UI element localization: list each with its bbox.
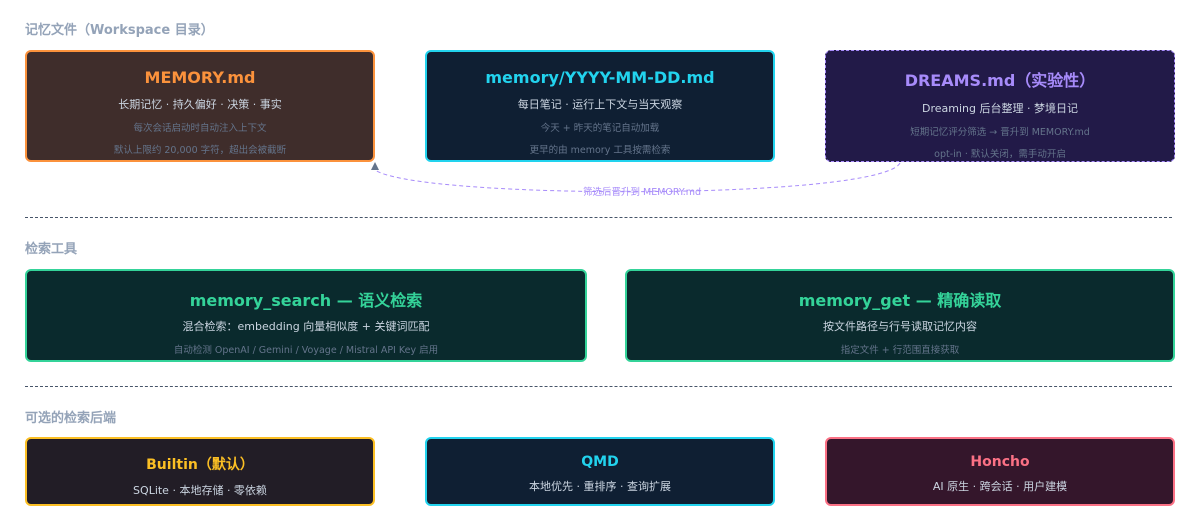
memory-md-title: MEMORY.md — [144, 68, 256, 87]
honcho-backend-title: Honcho — [970, 454, 1030, 470]
dreams-md-line2: 短期记忆评分筛选 → 晋升到 MEMORY.md — [910, 127, 1090, 138]
divider-top — [25, 217, 1172, 218]
promotion-arrowhead — [371, 162, 379, 170]
qmd-backend-card: QMD 本地优先 · 重排序 · 查询扩展 — [425, 437, 775, 506]
builtin-backend-card: Builtin（默认） SQLite · 本地存储 · 零依赖 — [25, 437, 375, 506]
qmd-backend-title: QMD — [581, 454, 619, 470]
memory-search-title: memory_search — 语义检索 — [189, 291, 423, 310]
divider-bottom — [25, 386, 1172, 387]
memory-md-line1: 长期记忆 · 持久偏好 · 决策 · 事实 — [118, 98, 282, 111]
promotion-arrow-label: 筛选后晋升到 MEMORY.md — [583, 187, 702, 198]
memory-get-card: memory_get — 精确读取 按文件路径与行号读取记忆内容 指定文件 + … — [625, 269, 1175, 362]
daily-notes-line2: 今天 + 昨天的笔记自动加载 — [540, 123, 660, 134]
section-label-backends: 可选的检索后端 — [25, 411, 117, 426]
memory-md-line3: 默认上限约 20,000 字符，超出会被截断 — [113, 145, 287, 156]
memory-get-line1: 按文件路径与行号读取记忆内容 — [823, 320, 977, 333]
daily-notes-line1: 每日笔记 · 运行上下文与当天观察 — [517, 98, 683, 111]
daily-notes-card: memory/YYYY-MM-DD.md 每日笔记 · 运行上下文与当天观察 今… — [425, 50, 775, 162]
promotion-arrow-curve — [374, 162, 901, 193]
qmd-backend-line1: 本地优先 · 重排序 · 查询扩展 — [529, 480, 671, 493]
section-label-tools: 检索工具 — [25, 242, 78, 257]
honcho-backend-line1: AI 原生 · 跨会话 · 用户建模 — [932, 480, 1068, 493]
dreams-md-line1: Dreaming 后台整理 · 梦境日记 — [922, 102, 1078, 115]
memory-search-line2: 自动检测 OpenAI / Gemini / Voyage / Mistral … — [173, 345, 439, 356]
section-label-workspace: 记忆文件（Workspace 目录） — [25, 23, 214, 38]
dreams-md-title: DREAMS.md（实验性） — [904, 71, 1096, 90]
builtin-backend-title: Builtin（默认） — [146, 457, 254, 473]
honcho-backend-card: Honcho AI 原生 · 跨会话 · 用户建模 — [825, 437, 1175, 506]
memory-md-line2: 每次会话启动时自动注入上下文 — [133, 123, 267, 134]
dreams-md-card: DREAMS.md（实验性） Dreaming 后台整理 · 梦境日记 短期记忆… — [825, 50, 1175, 162]
daily-notes-title: memory/YYYY-MM-DD.md — [485, 68, 715, 87]
daily-notes-line3: 更早的由 memory 工具按需检索 — [529, 145, 671, 156]
memory-search-card: memory_search — 语义检索 混合检索：embedding 向量相似… — [25, 269, 587, 362]
builtin-backend-line1: SQLite · 本地存储 · 零依赖 — [133, 484, 267, 497]
memory-get-title: memory_get — 精确读取 — [798, 291, 1002, 310]
dreams-md-line3: opt-in · 默认关闭，需手动开启 — [934, 149, 1066, 160]
memory-search-line1: 混合检索：embedding 向量相似度 + 关键词匹配 — [182, 320, 430, 333]
memory-get-line2: 指定文件 + 行范围直接获取 — [840, 345, 960, 356]
memory-md-card: MEMORY.md 长期记忆 · 持久偏好 · 决策 · 事实 每次会话启动时自… — [25, 50, 375, 162]
